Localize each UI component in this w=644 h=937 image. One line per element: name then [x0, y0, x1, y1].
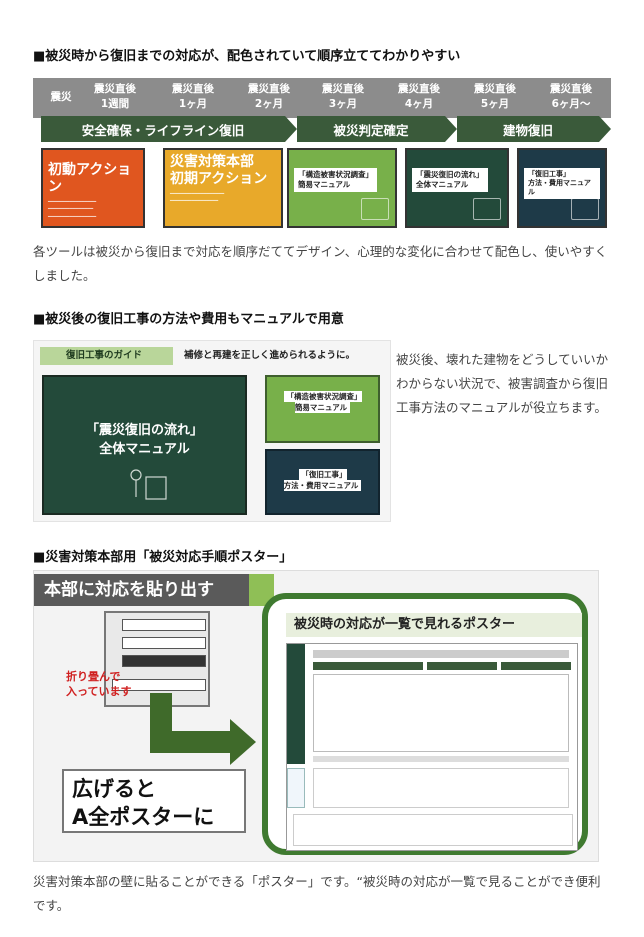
- bubble-title: 被災時の対応が一覧で見れるポスター: [286, 613, 582, 637]
- illustration-icon: [361, 198, 389, 220]
- illustration-icon: [571, 198, 599, 220]
- card-hq-initial-action: 災害対策本部 初期アクション ━━━━━━━━━━━━━━━━━━━━━━━━━…: [163, 148, 283, 228]
- card-body-text: ━━━━━━━━━━━━━━━━━━━━━━━━━━━━━━━━━━━━━━━━…: [48, 198, 97, 220]
- guide-image: 復旧工事のガイド 補修と再建を正しく進められるように。 「震災復旧の流れ」 全体…: [33, 340, 391, 522]
- card-recovery-work: 「復旧工事」 方法・費用マニュアル: [517, 148, 607, 228]
- book-structural-survey: 「構造被害状況調査」 簡易マニュアル: [265, 375, 380, 443]
- poster-image: 本部に対応を貼り出す 折り畳んで 入っています 広げると A全ポスターに 被災時…: [33, 570, 599, 862]
- poster-sheet-illustration: [286, 643, 578, 851]
- card-body-text: ━━━━━━━━━━━━━━━━━━━━━━━━━━━━━━━━━━: [170, 190, 225, 205]
- card-recovery-flow: 「震災復旧の流れ」 全体マニュアル: [405, 148, 509, 228]
- phase-judgement: 被災判定確定: [297, 116, 457, 142]
- section1-heading: ■被災時から復旧までの対応が、配色されていて順序立ててわかりやすい: [33, 49, 461, 64]
- folded-poster-illustration: [104, 611, 210, 707]
- card-structural-survey: 「構造被害状況調査」 簡易マニュアル: [287, 148, 397, 228]
- expand-label: 広げると A全ポスターに: [62, 769, 246, 833]
- fold-label: 折り畳んで 入っています: [66, 670, 132, 698]
- section1-description: 各ツールは被災から復旧まで対応を順序だててデザイン、心理的な変化に合わせて配色し…: [33, 244, 608, 283]
- section2-description: 被災後、壊れた建物をどうしていいかわからない状況で、被害調査から復旧工事方法のマ…: [396, 352, 609, 415]
- guide-tagline: 補修と再建を正しく進められるように。: [184, 350, 356, 361]
- phase-rebuild: 建物復旧: [457, 116, 611, 142]
- illustration-icon: [473, 198, 501, 220]
- book-recovery-flow: 「震災復旧の流れ」 全体マニュアル: [42, 375, 247, 515]
- poster-title: 本部に対応を貼り出す: [34, 574, 249, 606]
- card-initial-action: 初動アクション ━━━━━━━━━━━━━━━━━━━━━━━━━━━━━━━━…: [41, 148, 145, 228]
- section3-description: 災害対策本部の壁に貼ることができる「ポスター」です。“被災時の対応が一覧で見るこ…: [33, 874, 601, 913]
- section2-heading: ■被災後の復旧工事の方法や費用もマニュアルで用意: [33, 312, 344, 327]
- poster-bubble: 被災時の対応が一覧で見れるポスター: [262, 593, 588, 855]
- people-illustration-icon: [130, 469, 167, 500]
- timeline-label: 震災: [50, 91, 72, 103]
- book-recovery-work: 「復旧工事」 方法・費用マニュアル: [265, 449, 380, 515]
- section3-heading: ■災害対策本部用「被災対応手順ポスター」: [33, 550, 293, 565]
- timeline-band: [33, 78, 611, 118]
- phase-safety: 安全確保・ライフライン復旧: [41, 116, 297, 142]
- guide-tab: 復旧工事のガイド: [40, 347, 173, 365]
